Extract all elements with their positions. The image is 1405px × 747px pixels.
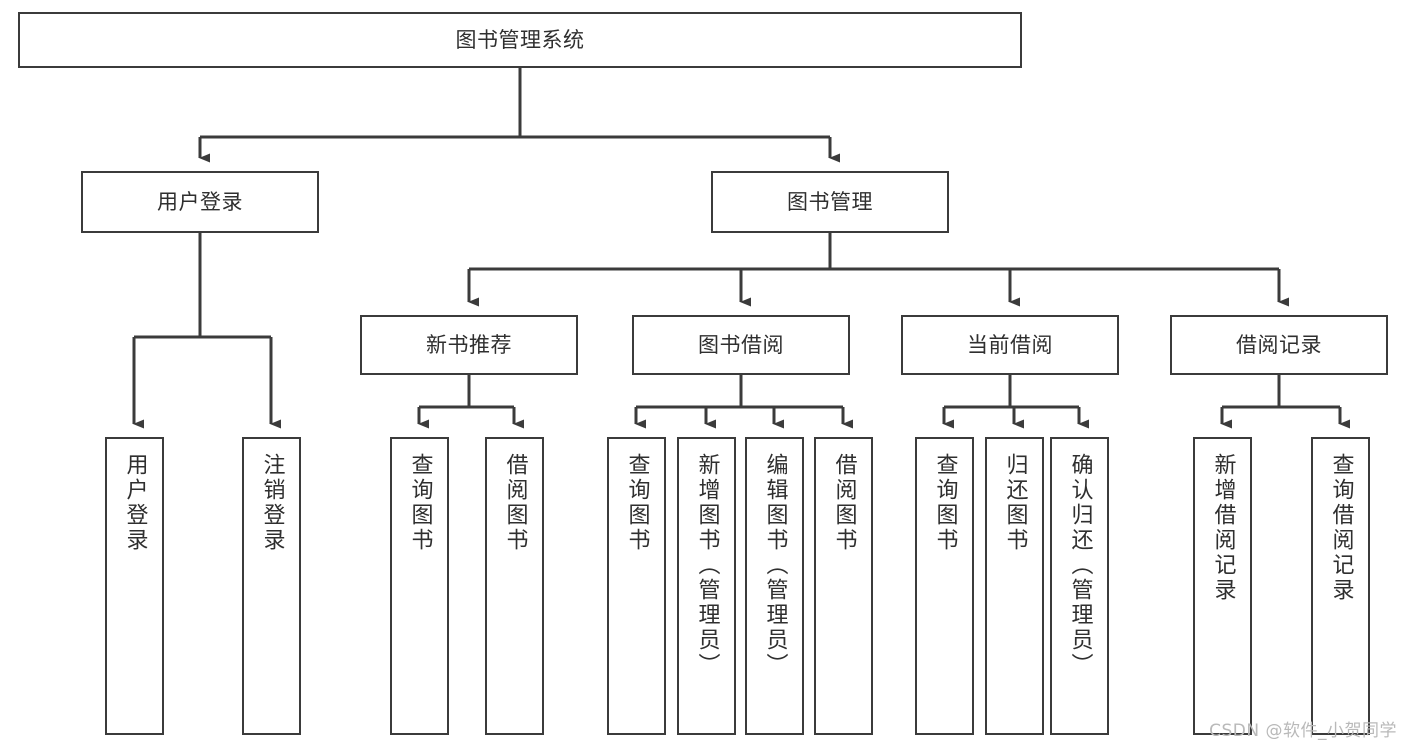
node-leaf-borrow-book-label: 借阅图书 bbox=[831, 453, 857, 553]
node-leaf-query-book-borrow[interactable]: 查询图书 bbox=[607, 437, 666, 735]
node-leaf-query-book-recommend[interactable]: 查询图书 bbox=[390, 437, 449, 735]
node-leaf-query-book-recommend-label: 查询图书 bbox=[407, 453, 433, 553]
node-user-login-label: 用户登录 bbox=[157, 189, 243, 214]
node-leaf-query-book-borrow-label: 查询图书 bbox=[624, 453, 650, 553]
node-book-management-label: 图书管理 bbox=[787, 189, 873, 214]
node-root[interactable]: 图书管理系统 bbox=[18, 12, 1022, 68]
node-leaf-borrow-book[interactable]: 借阅图书 bbox=[814, 437, 873, 735]
node-book-borrow-label: 图书借阅 bbox=[698, 332, 784, 357]
node-leaf-confirm-return-label: 确认归还（管理员） bbox=[1067, 453, 1093, 678]
node-leaf-logout-label: 注销登录 bbox=[259, 453, 285, 553]
node-leaf-return-book[interactable]: 归还图书 bbox=[985, 437, 1044, 735]
node-leaf-query-borrow-record[interactable]: 查询借阅记录 bbox=[1311, 437, 1370, 735]
node-leaf-edit-book[interactable]: 编辑图书（管理员） bbox=[745, 437, 804, 735]
node-leaf-logout[interactable]: 注销登录 bbox=[242, 437, 301, 735]
node-leaf-confirm-return[interactable]: 确认归还（管理员） bbox=[1050, 437, 1109, 735]
node-leaf-borrow-book-recommend[interactable]: 借阅图书 bbox=[485, 437, 544, 735]
node-leaf-edit-book-label: 编辑图书（管理员） bbox=[762, 453, 788, 678]
node-leaf-add-book[interactable]: 新增图书（管理员） bbox=[677, 437, 736, 735]
watermark: CSDN @软件_小贺同学 bbox=[1209, 721, 1397, 741]
node-borrow-records-label: 借阅记录 bbox=[1236, 332, 1322, 357]
node-leaf-add-borrow-record-label: 新增借阅记录 bbox=[1210, 453, 1236, 603]
node-root-label: 图书管理系统 bbox=[455, 27, 585, 52]
node-leaf-borrow-book-recommend-label: 借阅图书 bbox=[502, 453, 528, 553]
node-book-borrow[interactable]: 图书借阅 bbox=[632, 315, 850, 375]
node-user-login[interactable]: 用户登录 bbox=[81, 171, 319, 233]
node-new-book-recommend[interactable]: 新书推荐 bbox=[360, 315, 578, 375]
node-leaf-query-book-current[interactable]: 查询图书 bbox=[915, 437, 974, 735]
node-leaf-query-book-current-label: 查询图书 bbox=[932, 453, 958, 553]
node-current-borrow-label: 当前借阅 bbox=[967, 332, 1053, 357]
node-leaf-return-book-label: 归还图书 bbox=[1002, 453, 1028, 553]
node-leaf-user-login-label: 用户登录 bbox=[122, 453, 148, 553]
node-borrow-records[interactable]: 借阅记录 bbox=[1170, 315, 1388, 375]
node-new-book-recommend-label: 新书推荐 bbox=[426, 332, 512, 357]
node-leaf-add-borrow-record[interactable]: 新增借阅记录 bbox=[1193, 437, 1252, 735]
node-leaf-user-login[interactable]: 用户登录 bbox=[105, 437, 164, 735]
node-leaf-query-borrow-record-label: 查询借阅记录 bbox=[1328, 453, 1354, 603]
node-book-management[interactable]: 图书管理 bbox=[711, 171, 949, 233]
node-leaf-add-book-label: 新增图书（管理员） bbox=[694, 453, 720, 678]
node-current-borrow[interactable]: 当前借阅 bbox=[901, 315, 1119, 375]
